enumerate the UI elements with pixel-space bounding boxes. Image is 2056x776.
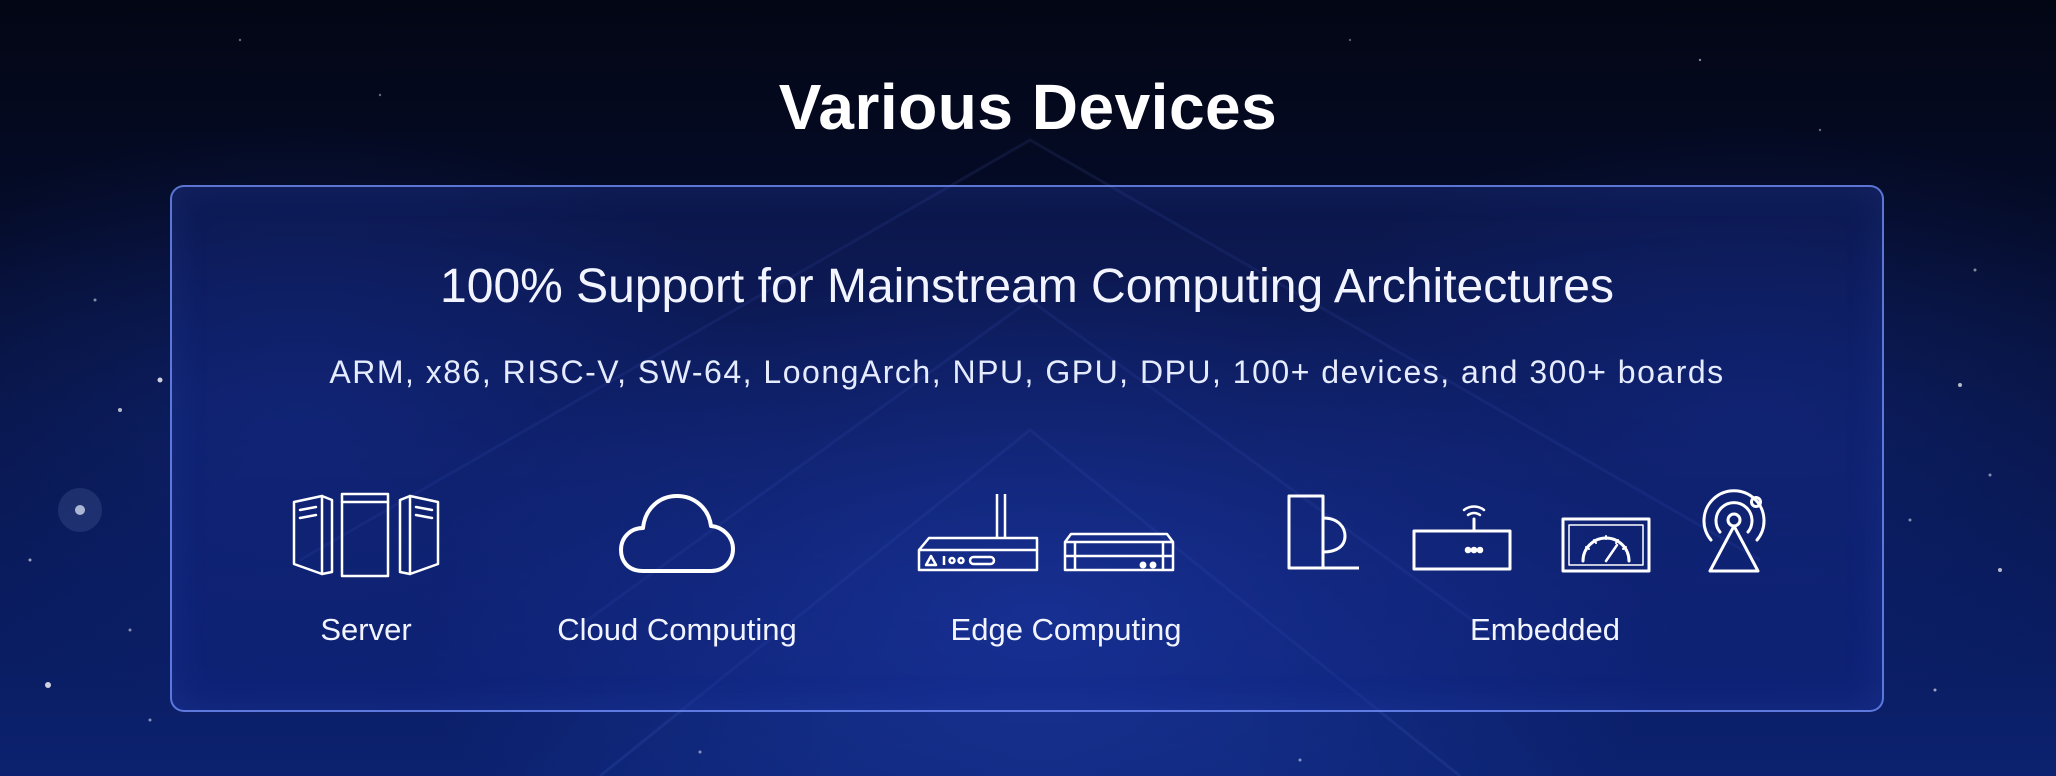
server-icon [292, 492, 440, 578]
architecture-support-panel: 100% Support for Mainstream Computing Ar… [170, 185, 1884, 712]
panel-subtitle: ARM, x86, RISC-V, SW-64, LoongArch, NPU,… [329, 354, 1725, 390]
router-icon [1412, 505, 1512, 571]
dashboard-gauge-icon [1561, 517, 1651, 573]
page-title: Various Devices [778, 71, 1278, 143]
category-label-embedded: Embedded [1470, 612, 1620, 647]
edge-box-icon [1063, 532, 1175, 574]
category-label-server: Server [320, 612, 412, 647]
category-label-edge-computing: Edge Computing [950, 612, 1182, 647]
edge-router-icon [917, 492, 1039, 572]
signal-tower-icon [1698, 489, 1770, 574]
cloud-icon [619, 492, 735, 574]
smart-cup-icon [1283, 492, 1363, 572]
panel-heading: 100% Support for Mainstream Computing Ar… [440, 260, 1614, 313]
category-label-cloud-computing: Cloud Computing [557, 612, 797, 647]
